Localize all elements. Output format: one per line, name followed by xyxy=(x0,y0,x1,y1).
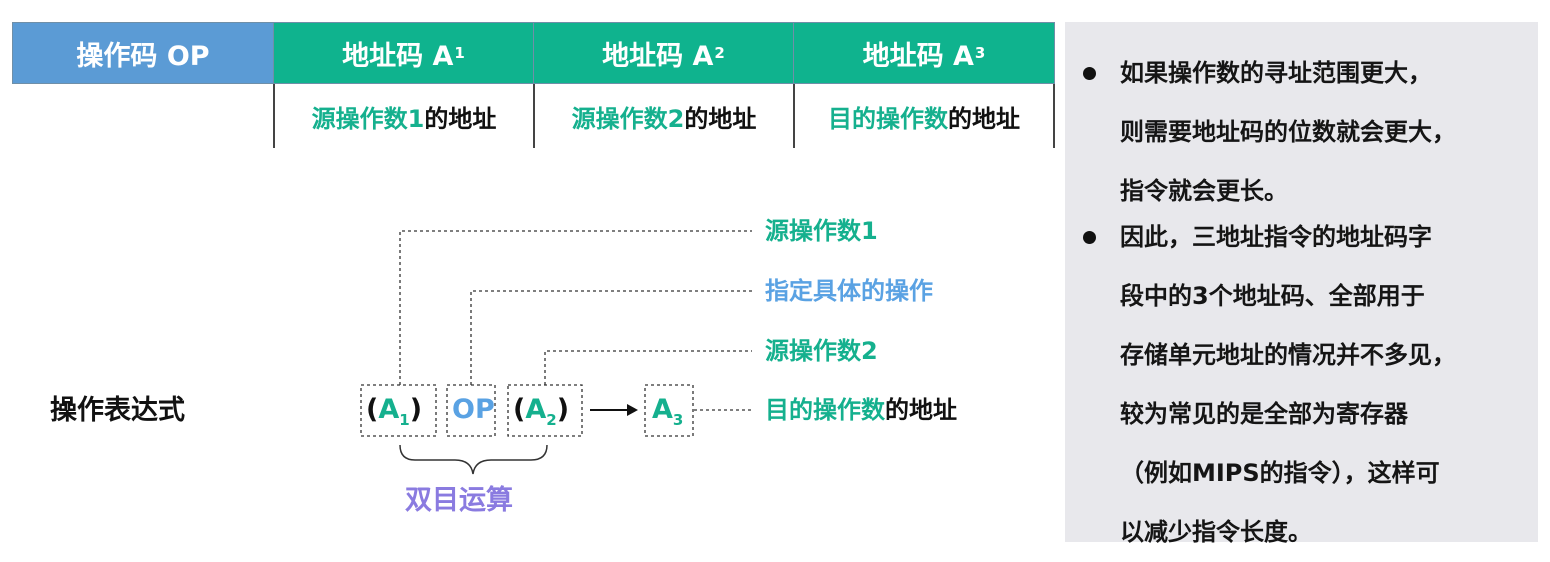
binary-operation-label: 双目运算 xyxy=(405,485,513,516)
operation-annotation: 指定具体的操作 xyxy=(765,277,933,305)
bullet-1-line: 则需要地址码的位数就会更大， xyxy=(1120,118,1456,146)
a2-header-label: 地址码 A xyxy=(602,40,714,72)
a3-header-subscript: 3 xyxy=(974,44,986,62)
a3-desc-rest: 的地址 xyxy=(948,104,1020,133)
bullet-dot-icon xyxy=(1083,231,1096,244)
notes-panel: 如果操作数的寻址范围更大， 则需要地址码的位数就会更大， 指令就会更长。 因此，… xyxy=(1065,22,1538,546)
result-arrow-head xyxy=(627,404,638,416)
bullet-2-line: 因此，三地址指令的地址码字 xyxy=(1120,223,1432,251)
a1-token-box xyxy=(360,384,437,437)
bullet-2-line: 段中的3个地址码、全部用于 xyxy=(1120,282,1425,310)
a2-lparen: ( xyxy=(513,394,526,425)
a1-header-label: 地址码 A xyxy=(342,40,454,72)
a3-subscript: 3 xyxy=(672,411,684,429)
a1-desc-highlight: 源操作数1 xyxy=(311,104,425,133)
a1-subscript: 1 xyxy=(399,411,410,429)
bullet-2-text: 因此，三地址指令的地址码字 段中的3个地址码、全部用于 存储单元地址的情况并不多… xyxy=(1120,208,1456,562)
a3-header-label: 地址码 A xyxy=(862,40,974,72)
a2-letter: A xyxy=(525,394,547,425)
expression-label: 操作表达式 xyxy=(50,395,185,426)
column-divider xyxy=(1053,84,1055,148)
opcode-header-cell: 操作码 OP xyxy=(12,22,274,84)
dest-annotation: 目的操作数的地址 xyxy=(765,398,957,422)
a3-letter: A xyxy=(652,394,673,425)
bullet-2-line: 较为常见的是全部为寄存器 xyxy=(1120,400,1408,428)
dest-annotation-highlight: 目的操作数 xyxy=(765,396,885,424)
operation-leader-line xyxy=(470,290,752,385)
bullet-1-text: 如果操作数的寻址范围更大， 则需要地址码的位数就会更大， 指令就会更长。 xyxy=(1120,44,1456,221)
a1-header-subscript: 1 xyxy=(454,44,465,62)
a1-desc-rest: 的地址 xyxy=(424,104,497,133)
a2-token-box xyxy=(507,384,583,437)
a3-token-box xyxy=(644,384,694,437)
bullet-1-line: 指令就会更长。 xyxy=(1120,177,1288,205)
a2-desc-highlight: 源操作数2 xyxy=(571,104,685,133)
a1-letter: A xyxy=(378,394,400,425)
op-token: OP xyxy=(452,394,495,425)
a2-rparen: ) xyxy=(556,394,570,425)
a1-rparen: ) xyxy=(409,394,423,425)
a3-description-cell: 目的操作数的地址 xyxy=(794,84,1054,148)
a2-subscript: 2 xyxy=(546,411,557,429)
connector-lines xyxy=(360,230,752,475)
source2-leader-line xyxy=(544,350,752,385)
source1-annotation: 源操作数1 xyxy=(765,217,878,245)
expression-diagram: (A1) OP (A2) A3 源操作数1 指定具体的操作 源操作数2 目的操作… xyxy=(360,217,957,516)
column-divider xyxy=(273,84,275,148)
column-divider xyxy=(533,84,535,148)
source2-annotation: 源操作数2 xyxy=(765,337,878,365)
a1-token: (A1) xyxy=(366,396,422,428)
bullet-2-line: （例如MIPS的指令），这样可 xyxy=(1120,459,1440,487)
op-token-box xyxy=(446,384,496,437)
a1-lparen: ( xyxy=(366,394,379,425)
a2-desc-rest: 的地址 xyxy=(684,104,757,133)
a2-header-subscript: 2 xyxy=(714,44,725,62)
bullet-1-line: 如果操作数的寻址范围更大， xyxy=(1120,59,1432,87)
bullet-2-line: 存储单元地址的情况并不多见， xyxy=(1120,341,1456,369)
source1-leader-line xyxy=(399,230,752,385)
a3-token: A3 xyxy=(652,396,683,428)
bullet-dot-icon xyxy=(1083,67,1096,80)
binary-operation-brace xyxy=(399,444,548,475)
opcode-header-label: 操作码 OP xyxy=(76,40,210,72)
a2-token: (A2) xyxy=(513,396,569,428)
a3-desc-highlight: 目的操作数 xyxy=(828,104,948,133)
bullet-2-line: 以减少指令长度。 xyxy=(1120,518,1312,546)
dest-annotation-rest: 的地址 xyxy=(885,396,957,424)
column-divider xyxy=(793,84,795,148)
